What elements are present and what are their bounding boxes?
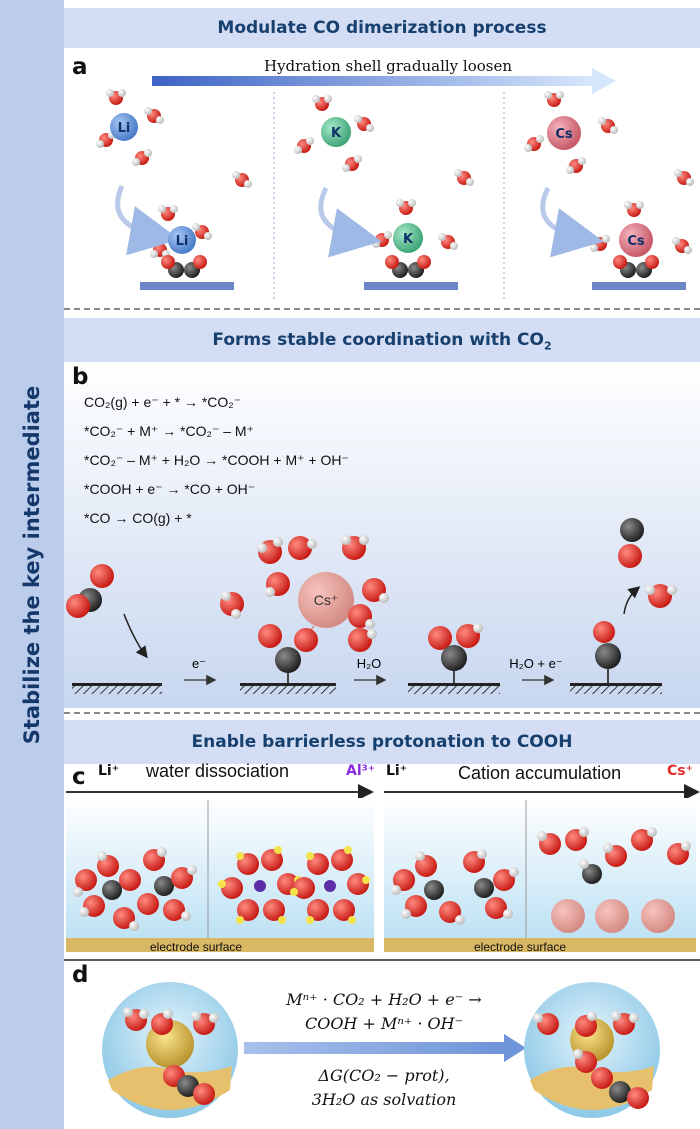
c-left-end-ion: Al³⁺ [346,763,376,779]
cs-cation-top [547,116,581,150]
reaction-arrow-d [244,1034,526,1062]
li-cation-top [110,113,138,141]
k-cation-bottom [393,223,423,253]
figure-main: Modulate CO dimerization process a Hydra… [64,0,700,1129]
co2-adsorb-arrow [123,613,148,659]
separator-b-c [64,712,700,714]
descent-arrow-li [115,184,180,256]
reaction-line-2: COOH + Mⁿ⁺ · OH⁻ [304,1014,464,1033]
note-line-2: 3H₂O as solvation [311,1090,457,1109]
step-label-1: e⁻ [192,656,206,671]
co-dimer-cs [592,255,686,290]
step-label-3: H₂O + e⁻ [509,656,562,671]
panel-label-b: b [72,364,89,390]
cs-cation-bottom [619,223,653,257]
panel-label-d: d [72,962,89,988]
al-cluster-2 [290,846,370,924]
cation-accumulation-cluster-li [391,849,519,925]
water-dissociation-cluster-li [73,847,197,931]
banner-c: Enable barrierless protonation to COOH [64,720,700,764]
c-left-start-ion: Li⁺ [98,763,120,779]
sidebar-title: Stabilize the key intermediate [20,385,44,745]
sidebar: Stabilize the key intermediate [0,0,64,1129]
free-co2 [66,564,114,618]
figure-graphics: Li Li K K Cs Cs e⁻ [64,68,700,1118]
descent-arrow-cs [540,186,604,258]
c-right-title: Cation accumulation [458,763,622,783]
c-right-surface-label: electrode surface [474,940,567,954]
co-dimer-li [140,255,234,290]
equation-5: *CO → CO(g) + * [84,510,192,526]
reaction-line-1: Mⁿ⁺ · CO₂ + H₂O + e⁻ → [286,990,482,1009]
c-left-surface-label: electrode surface [150,940,243,954]
cs-label-top: Cs [555,127,573,142]
li-cation-bottom [168,226,196,254]
equation-4: *COOH + e⁻ → *CO + OH⁻ [84,481,256,497]
panel-label-c: c [72,764,86,790]
separator-a-b [64,308,700,310]
panel-b-background [64,362,700,708]
hydration-gradient-arrow [152,68,616,94]
banner-a: Modulate CO dimerization process [64,8,700,48]
k-label-bottom: K [403,232,414,247]
panel-label-a: a [72,54,88,80]
li-label-bottom: Li [176,234,189,249]
c-left-title: water dissociation [146,761,290,781]
c-right-end-ion: Cs⁺ [667,763,693,779]
cs-complex-label: Cs⁺ [314,592,339,608]
descent-arrow-k [318,186,382,258]
step-label-2: H₂O [357,656,382,671]
equation-2: *CO₂⁻ + M⁺ → *CO₂⁻ – M⁺ [84,423,254,439]
banner-b-text: Forms stable coordination with CO [212,330,544,350]
disc-initial [102,982,238,1118]
k-cation-top [321,117,351,147]
co-adsorbed-desorbed [570,518,677,694]
k-label-top: K [331,126,342,141]
surface-1 [72,683,162,694]
equation-1: CO₂(g) + e⁻ + * → *CO₂⁻ [84,394,242,410]
equation-3: *CO₂⁻ – M⁺ + H₂O → *COOH + M⁺ + OH⁻ [84,452,349,468]
cs-co2-complex [220,535,389,694]
note-line-1: ΔG(CO₂ − prot), [318,1066,450,1085]
c-right-start-ion: Li⁺ [386,763,408,779]
li-label-top: Li [118,121,131,136]
cs-accumulation-cluster [537,827,691,933]
disc-final [524,982,660,1118]
cs-label-bottom: Cs [627,234,645,249]
co-dimer-k [364,255,458,290]
banner-b-sub: 2 [543,339,552,353]
cooh-intermediate [408,623,500,694]
hydration-arrow-text: Hydration shell gradually loosen [264,57,513,75]
banner-b: Forms stable coordination with CO2 [64,318,700,362]
